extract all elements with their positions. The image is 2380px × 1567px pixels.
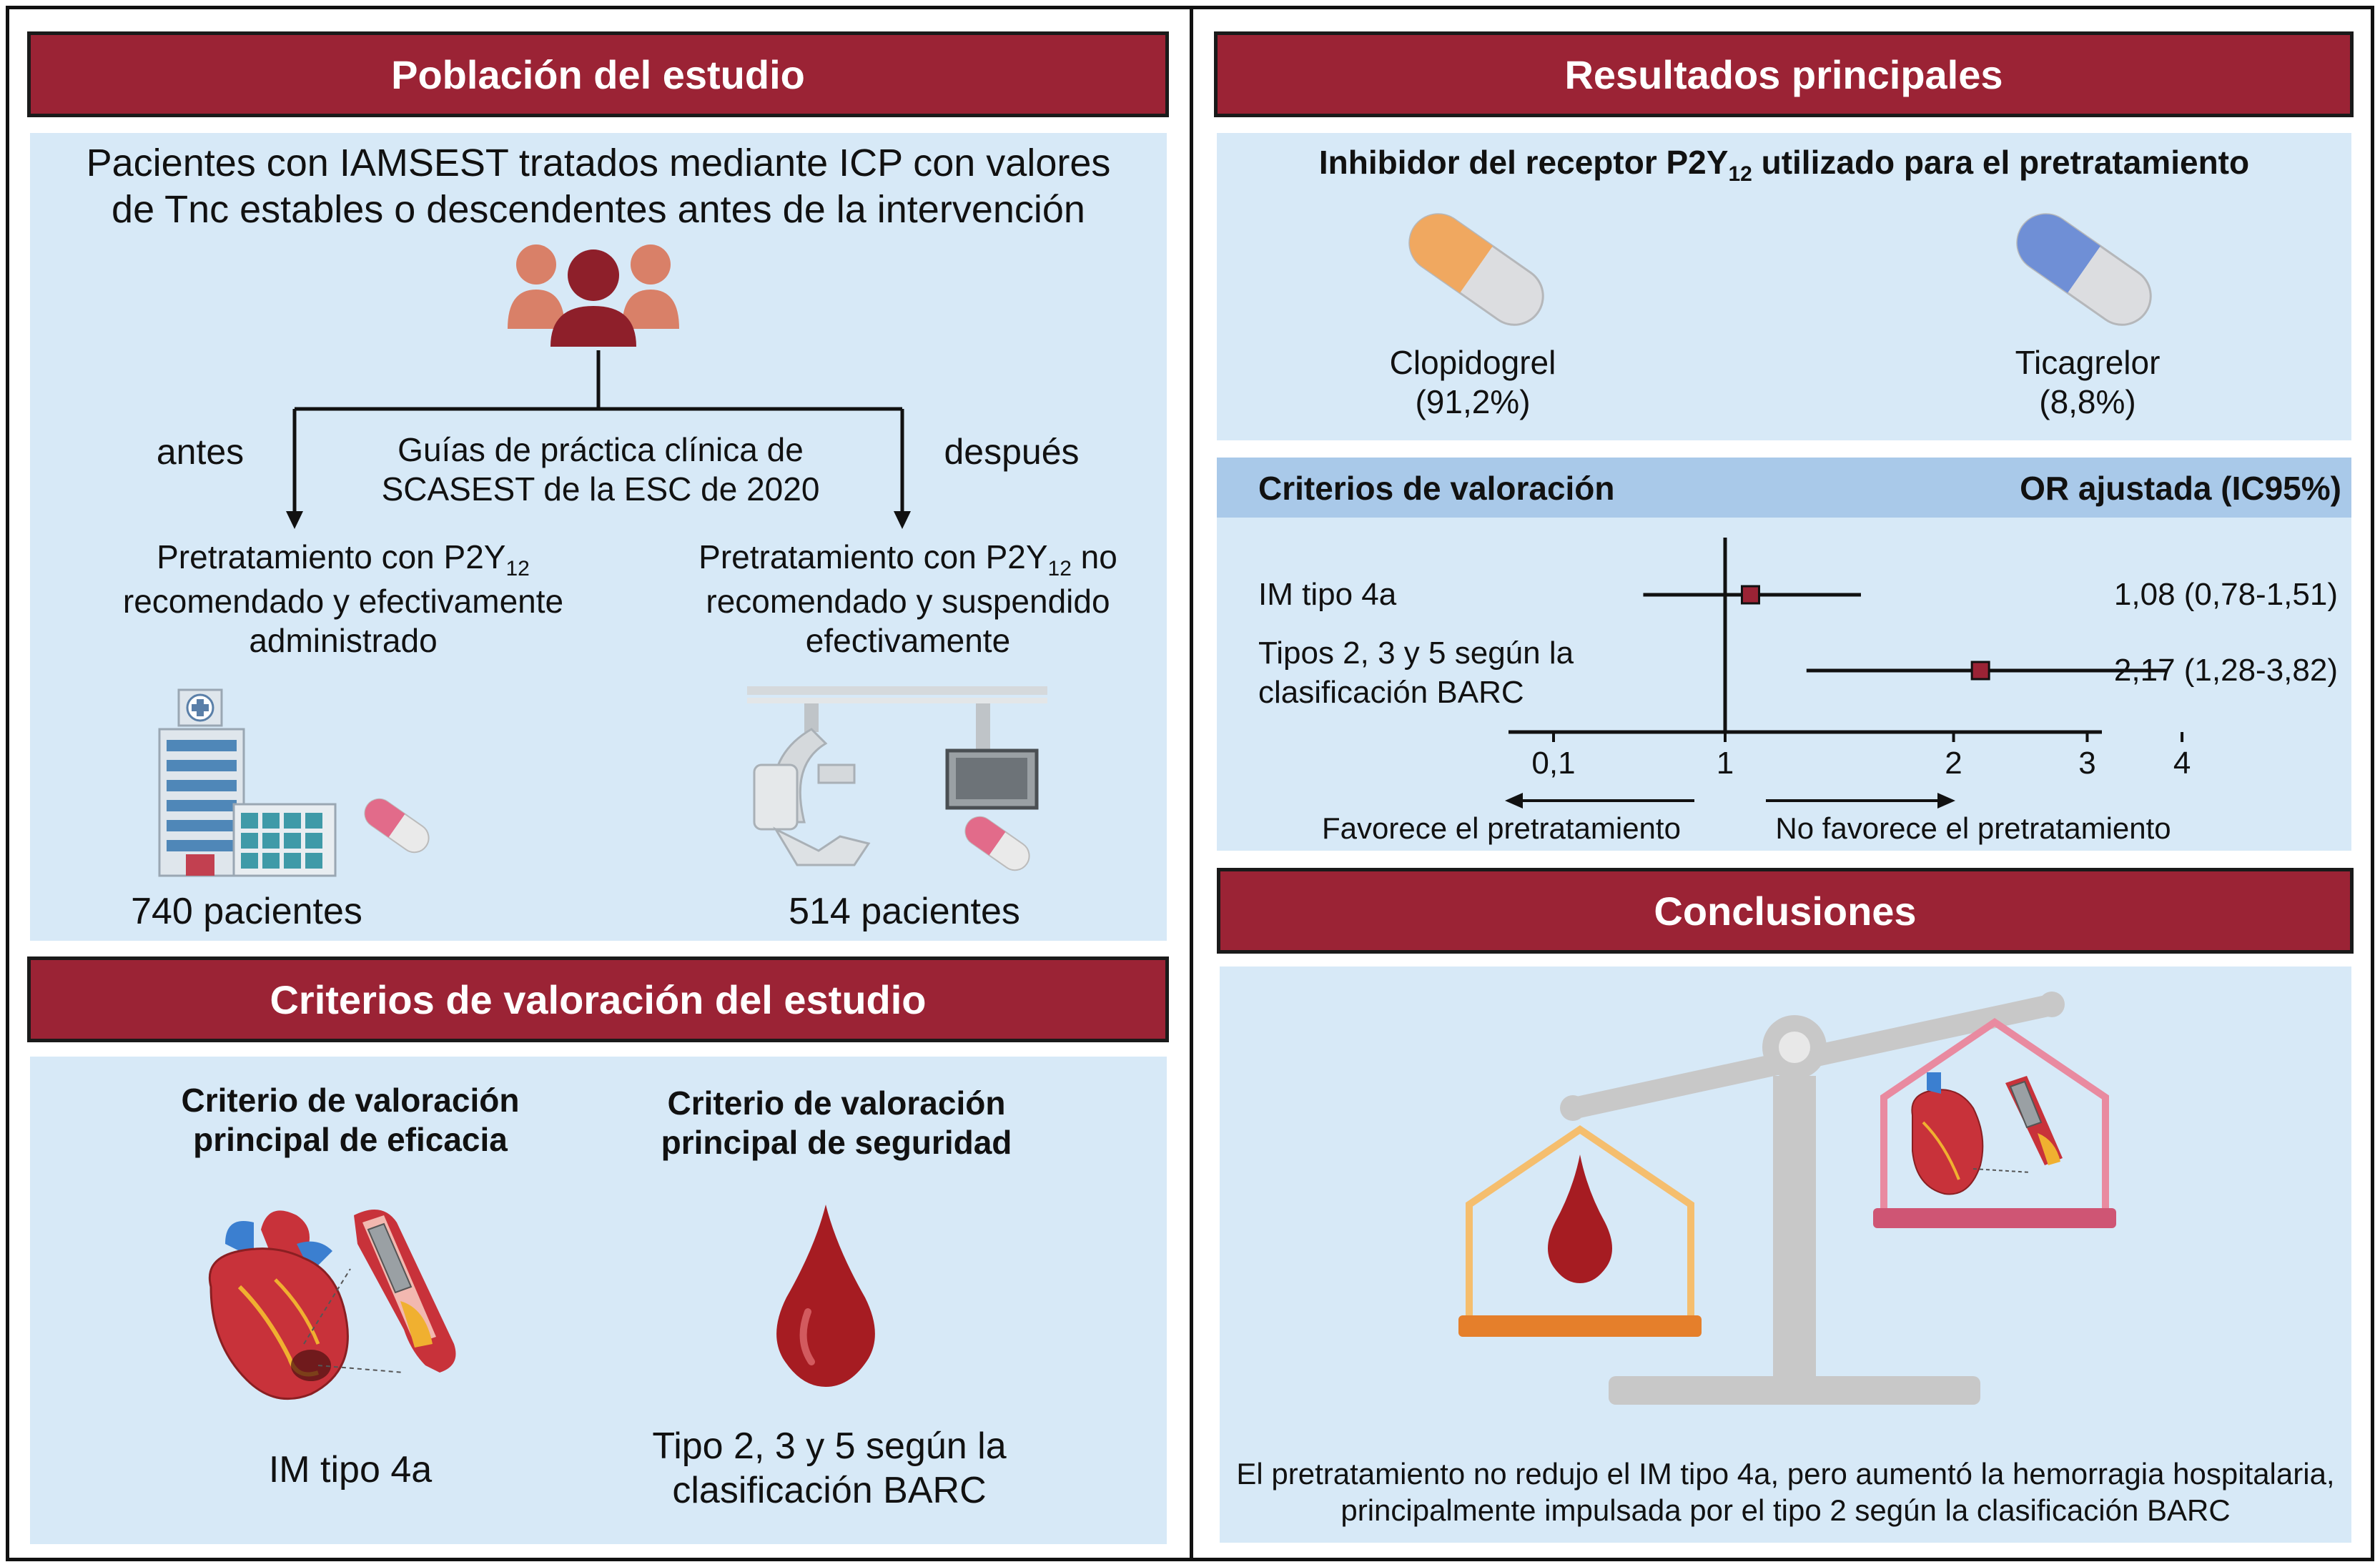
forest-tick-label: 1 [1717, 746, 1734, 781]
main-results-title: Resultados principales [1564, 51, 2003, 97]
safety-title-line2: principal de seguridad [661, 1124, 1012, 1162]
forest-tick-label: 4 [2173, 746, 2191, 781]
forest-row1-label: IM tipo 4a [1258, 577, 1397, 612]
before-label: antes [156, 432, 245, 472]
right-frame [1190, 6, 2374, 1561]
forest-tick-label: 3 [2078, 746, 2095, 781]
favors-right-label: No favorece el pretratamiento [1775, 811, 2171, 845]
left-arm-line1: Pretratamiento con P2Y [157, 538, 506, 575]
forest-tick-label: 2 [1945, 746, 1962, 781]
forest-row2-line2: clasificación BARC [1258, 675, 1524, 710]
population-description-line1: Pacientes con IAMSEST tratados mediante … [86, 142, 1111, 184]
right-arm-line2: recomendado y suspendido [706, 583, 1110, 621]
forest-header-right: OR ajustada (IC95%) [2020, 470, 2341, 507]
forest-header-bar [1217, 458, 2351, 518]
cath-lab-icon [747, 686, 1047, 866]
hospital-icon [158, 688, 337, 877]
patients-group-icon [508, 244, 679, 347]
study-population-header: Población del estudio [27, 31, 1169, 117]
pill-icon-right [964, 816, 1030, 871]
efficacy-title: Criterio de valoración principal de efic… [136, 1081, 565, 1160]
conclusions-header: Conclusiones [1217, 868, 2354, 954]
ticagrelor-capsule-icon [2016, 213, 2152, 326]
forest-tick-label: 0,1 [1531, 746, 1575, 781]
favors-left-label: Favorece el pretratamiento [1322, 811, 1681, 845]
right-arm-count: 514 pacientes [789, 891, 1020, 932]
study-population-title: Población del estudio [391, 51, 805, 97]
safety-value-line1: Tipo 2, 3 y 5 según la [652, 1425, 1007, 1467]
conclusion-text: El pretratamiento no redujo el IM tipo 4… [1220, 1455, 2351, 1528]
pill-icon [364, 798, 430, 854]
bleeding-pan-icon [1458, 1124, 1702, 1337]
forest-point-marker [1970, 661, 1990, 681]
favors-right-arrowhead [1937, 793, 1955, 809]
forest-row2-line1: Tipos 2, 3 y 5 según la [1258, 636, 1574, 671]
favors-left-arrowhead [1505, 793, 1523, 809]
study-endpoints-title: Criterios de valoración del estudio [270, 977, 927, 1022]
inhibitor-panel [1217, 133, 2351, 440]
population-description-line2: de Tnc estables o descendentes antes de … [112, 187, 1085, 231]
ticagrelor-share: (8,8%) [2039, 383, 2136, 421]
left-arm-text: Pretratamiento con P2Y12 recomendado y e… [86, 538, 601, 661]
guidelines-line1: Guías de práctica clínica de [398, 431, 804, 468]
safety-value-line2: clasificación BARC [672, 1470, 987, 1512]
forest-header-left: Criterios de valoración [1258, 470, 1615, 507]
inhibitor-title-sub: 12 [1728, 162, 1752, 187]
after-label: después [944, 432, 1080, 472]
clopidogrel-name: Clopidogrel [1389, 344, 1556, 381]
right-arm-text: Pretratamiento con P2Y12 no recomendado … [643, 538, 1172, 661]
inhibitor-title-pre: Inhibidor del receptor P2Y [1318, 144, 1729, 181]
guidelines-line2: SCASEST de la ESC de 2020 [381, 470, 820, 508]
inhibitor-title-post: utilizado para el pretratamiento [1752, 144, 2250, 181]
guidelines-text: Guías de práctica clínica de SCASEST de … [343, 430, 858, 509]
flow-arrows [286, 350, 911, 529]
safety-title: Criterio de valoración principal de segu… [615, 1084, 1058, 1162]
balance-scale-icon [1560, 992, 2065, 1405]
heart-stent-icon [208, 1210, 456, 1400]
conclusion-line2: principalmente impulsada por el tipo 2 s… [1340, 1493, 2231, 1528]
ticagrelor-name: Ticagrelor [2015, 344, 2161, 381]
conclusions-title: Conclusiones [1654, 888, 1917, 934]
conclusion-line1: El pretratamiento no redujo el IM tipo 4… [1236, 1457, 2335, 1491]
left-arm-line2: recomendado y efectivamente [122, 583, 564, 621]
main-results-header: Resultados principales [1214, 31, 2354, 117]
study-endpoints-header: Criterios de valoración del estudio [27, 956, 1169, 1042]
left-arm-sub: 12 [505, 557, 530, 581]
efficacy-title-line1: Criterio de valoración [181, 1082, 520, 1119]
forest-panel [1217, 458, 2351, 851]
forest-point-marker [1740, 585, 1760, 605]
clopidogrel-label: Clopidogrel (91,2%) [1330, 343, 1616, 422]
right-arm-line3: efectivamente [805, 622, 1011, 660]
blood-drop-icon [776, 1205, 875, 1387]
efficacy-value: IM tipo 4a [268, 1449, 433, 1491]
clopidogrel-capsule-icon [1408, 213, 1544, 326]
forest-row2-label: Tipos 2, 3 y 5 según la clasificación BA… [1258, 633, 1574, 712]
safety-value: Tipo 2, 3 y 5 según la clasificación BAR… [601, 1424, 1058, 1513]
forest-row1-value: 1,08 (0,78-1,51) [2113, 577, 2338, 612]
left-arm-line3: administrado [249, 622, 438, 660]
right-arm-line1: Pretratamiento con P2Y [698, 538, 1048, 575]
ticagrelor-label: Ticagrelor (8,8%) [1945, 343, 2231, 422]
inhibitor-title: Inhibidor del receptor P2Y12 utilizado p… [1217, 143, 2351, 187]
efficacy-title-line2: principal de eficacia [193, 1121, 508, 1159]
ischemia-pan-icon [1873, 1017, 2116, 1228]
left-arm-count: 740 pacientes [131, 891, 362, 932]
right-arm-sub: 12 [1047, 557, 1072, 581]
right-arm-line1-end: no [1071, 538, 1117, 575]
clopidogrel-share: (91,2%) [1415, 383, 1531, 421]
population-description: Pacientes con IAMSEST tratados mediante … [30, 140, 1167, 233]
safety-title-line1: Criterio de valoración [667, 1084, 1006, 1122]
